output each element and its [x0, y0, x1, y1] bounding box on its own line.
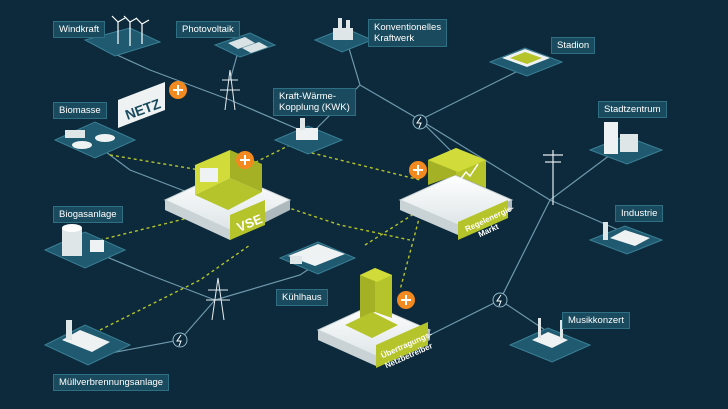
label-stadion: Stadion: [551, 37, 596, 54]
label-konventionelles-line2: Kraftwerk: [374, 33, 415, 44]
label-kwk-line1: Kraft-Wärme-: [279, 91, 336, 102]
label-konventionelles-line1: Konventionelles: [374, 22, 442, 33]
label-windkraft: Windkraft: [53, 21, 106, 38]
label-kwk: Kraft-Wärme- Kopplung (KWK): [273, 88, 356, 116]
plus-badge-vse: [236, 151, 254, 169]
vse-platform: VSE: [163, 150, 292, 240]
power-pylon-center: [543, 150, 563, 205]
lightning-icon: [496, 294, 502, 307]
plus-icon: [173, 85, 183, 95]
photovoltaik-tile: [213, 32, 277, 58]
plus-icon: [413, 165, 423, 175]
stadion-tile: [488, 47, 564, 77]
plus-badge-regelenergie: [409, 161, 427, 179]
power-pylon-top: [220, 69, 240, 111]
label-muellverbrennungsanlage: Müllverbrennungsanlage: [53, 374, 170, 391]
label-kwk-line2: Kopplung (KWK): [279, 102, 350, 113]
label-kuehlhaus: Kühlhaus: [276, 289, 328, 306]
plus-icon: [401, 295, 411, 305]
kwk-tile: [273, 118, 344, 155]
plus-badge-uebertragung: [397, 291, 415, 309]
kraftwerk-tile: [313, 18, 374, 53]
data-flows: [99, 139, 421, 331]
plus-badge-netz: [169, 81, 187, 99]
label-biogasanlage: Biogasanlage: [53, 206, 123, 223]
regelenergie-platform: Regelenergie- Markt: [398, 148, 516, 240]
lightning-node-1: [412, 114, 428, 130]
muellverbrennung-tile: [43, 320, 132, 366]
label-photovoltaik: Photovoltaik: [176, 21, 240, 38]
uebertragung-platform: Übertragungs- Netzbetreiber: [316, 268, 434, 370]
lightning-icon: [416, 116, 422, 129]
musikkonzert-tile: [508, 318, 592, 363]
lightning-icon: [176, 334, 182, 347]
netz-sign: NETZ: [118, 82, 165, 128]
label-industrie: Industrie: [615, 205, 664, 222]
industrie-tile: [588, 222, 664, 255]
biomasse-tile: [53, 121, 137, 159]
kuehlhaus-tile: [278, 241, 357, 275]
label-stadtzentrum: Stadtzentrum: [598, 101, 667, 118]
biogasanlage-tile: [43, 224, 127, 269]
label-musikkonzert: Musikkonzert: [562, 312, 630, 329]
stadtzentrum-tile: [588, 122, 664, 165]
label-biomasse: Biomasse: [53, 102, 107, 119]
label-konventionelles-kraftwerk: Konventionelles Kraftwerk: [368, 19, 448, 47]
lightning-node-2: [172, 332, 188, 348]
power-pylon-bottom: [206, 277, 230, 321]
lightning-node-3: [492, 292, 508, 308]
plus-icon: [240, 155, 250, 165]
